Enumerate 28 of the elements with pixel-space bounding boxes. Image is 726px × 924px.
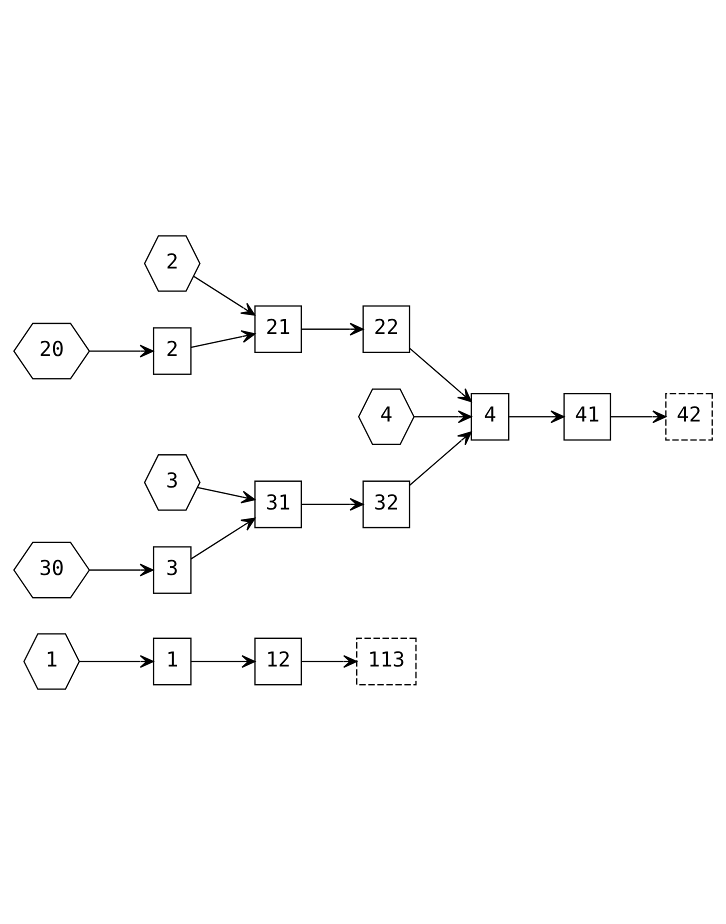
node-box: 12 [254,637,302,685]
node-box: 31 [254,480,302,528]
arrow [90,344,154,358]
arrow [302,322,364,336]
node-box: 42 [665,392,713,440]
arrow [191,654,256,668]
arrow [302,654,358,668]
arrow [610,410,666,423]
node-box: 113 [356,637,417,685]
node-box: 22 [362,304,410,353]
arrow [409,430,472,486]
arrow [190,517,256,559]
node-box: 32 [362,480,410,528]
arrow [79,654,154,668]
arrow [197,486,256,503]
node-box: 1 [152,637,192,685]
arrow [409,347,472,402]
node-box: 41 [563,392,612,440]
arrow [194,275,256,316]
node-box: 4 [470,392,510,440]
arrow [302,497,364,510]
node-box: 21 [254,304,302,353]
arrow [414,410,472,423]
node-box: 2 [152,326,192,374]
node-box: 3 [152,546,192,594]
arrow [509,410,565,423]
arrow [190,330,256,348]
arrow [90,563,154,576]
